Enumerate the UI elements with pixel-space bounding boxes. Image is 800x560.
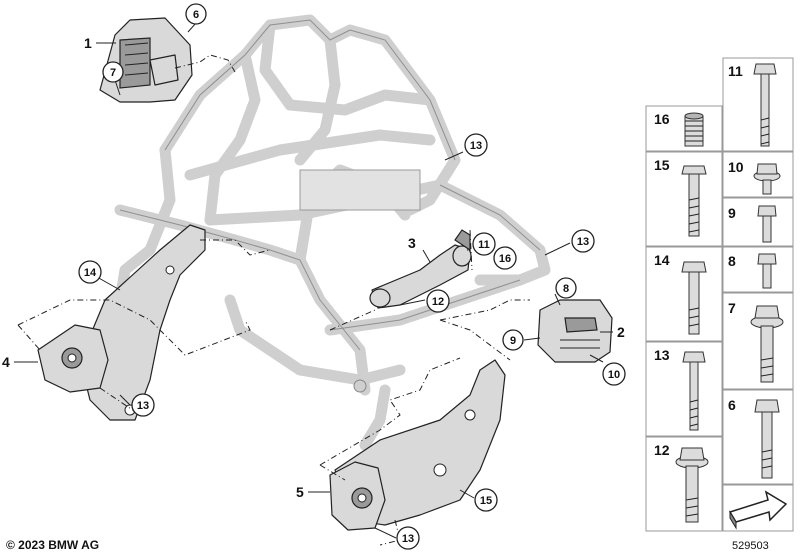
bolt-15 bbox=[681, 165, 707, 237]
legend-label-14: 14 bbox=[654, 252, 670, 268]
callout-16-label: 16 bbox=[499, 253, 511, 265]
callout-14: 14 bbox=[78, 260, 102, 284]
mount-bracket-4 bbox=[37, 224, 206, 421]
legend-label-6: 6 bbox=[728, 397, 736, 413]
bolt-13 bbox=[682, 351, 706, 431]
part-label-2: 2 bbox=[617, 324, 625, 340]
copyright-text: © 2023 BMW AG bbox=[6, 538, 100, 552]
callout-7-label: 7 bbox=[110, 67, 116, 79]
bolt-8 bbox=[757, 253, 777, 289]
callout-6: 6 bbox=[185, 3, 207, 25]
bolt-10 bbox=[753, 163, 781, 195]
legend-label-7: 7 bbox=[728, 300, 736, 316]
legend-cell-16 bbox=[645, 105, 723, 152]
legend-label-11: 11 bbox=[728, 63, 743, 79]
mount-bracket-1 bbox=[99, 17, 193, 103]
part-label-5: 5 bbox=[296, 484, 304, 500]
callout-10-label: 10 bbox=[608, 369, 620, 381]
threaded-sleeve-16 bbox=[684, 112, 704, 147]
hardware-legend: 16 15 14 13 12 11 10 9 8 7 6 bbox=[645, 57, 794, 532]
callout-13b-label: 13 bbox=[577, 236, 589, 248]
callout-13a: 13 bbox=[464, 133, 488, 157]
callout-7: 7 bbox=[102, 61, 124, 83]
bolt-6 bbox=[754, 399, 780, 479]
flange-bolt-7 bbox=[750, 305, 784, 383]
callout-13d: 13 bbox=[396, 526, 420, 550]
callout-13c: 13 bbox=[131, 393, 155, 417]
callout-12: 12 bbox=[426, 289, 450, 313]
callout-15-label: 15 bbox=[480, 495, 492, 507]
bolt-9 bbox=[757, 205, 777, 243]
callout-9: 9 bbox=[502, 329, 524, 351]
callout-14-label: 14 bbox=[84, 267, 97, 279]
subframe bbox=[114, 14, 551, 451]
callout-16: 16 bbox=[493, 246, 517, 270]
callout-15: 15 bbox=[474, 488, 498, 512]
callout-11: 11 bbox=[472, 232, 496, 256]
part-label-1: 1 bbox=[84, 35, 92, 51]
callout-9-label: 9 bbox=[510, 335, 516, 347]
flange-bolt-12 bbox=[675, 447, 709, 523]
callout-6-label: 6 bbox=[193, 9, 199, 21]
callout-13c-label: 13 bbox=[137, 400, 149, 412]
callout-13b: 13 bbox=[571, 229, 595, 253]
legend-cell-8 bbox=[722, 246, 794, 293]
legend-label-15: 15 bbox=[654, 157, 670, 173]
part-label-4: 4 bbox=[2, 354, 10, 370]
bolt-11 bbox=[753, 63, 777, 147]
legend-label-9: 9 bbox=[728, 205, 736, 221]
callout-12-label: 12 bbox=[432, 296, 444, 308]
diagram-number: 529503 bbox=[732, 540, 769, 552]
legend-label-8: 8 bbox=[728, 253, 736, 269]
torque-strut-3 bbox=[369, 229, 472, 309]
callout-13a-label: 13 bbox=[470, 140, 482, 152]
bolt-14 bbox=[681, 261, 707, 335]
direction-arrow-icon bbox=[728, 490, 788, 530]
legend-label-12: 12 bbox=[654, 442, 670, 458]
engine-mount-2 bbox=[537, 299, 613, 363]
callout-8: 8 bbox=[555, 277, 577, 299]
callout-8-label: 8 bbox=[563, 283, 569, 295]
part-label-3: 3 bbox=[408, 235, 416, 251]
callout-10: 10 bbox=[602, 362, 626, 386]
legend-label-10: 10 bbox=[728, 159, 744, 175]
callout-11-label: 11 bbox=[478, 239, 490, 251]
legend-label-13: 13 bbox=[654, 347, 670, 363]
callout-13d-label: 13 bbox=[402, 533, 414, 545]
legend-cell-9 bbox=[722, 197, 794, 247]
legend-label-16: 16 bbox=[654, 111, 670, 127]
